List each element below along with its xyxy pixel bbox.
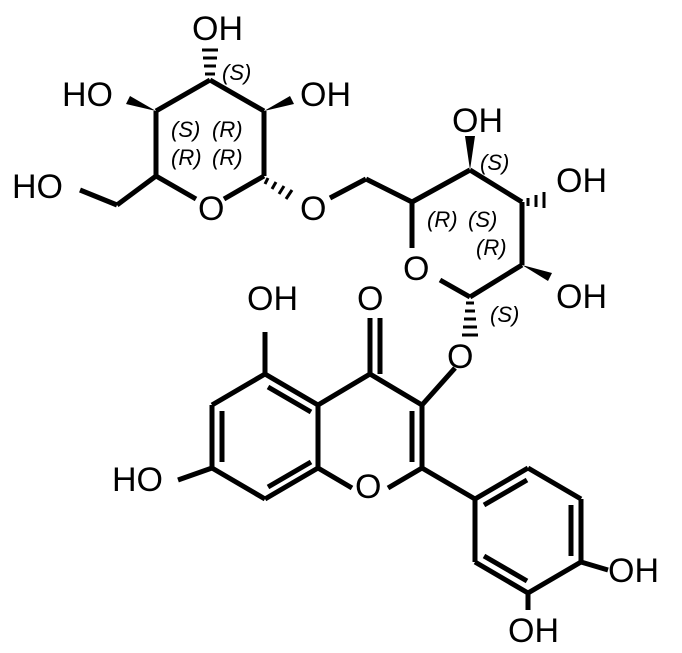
stereo-label: (S) — [490, 302, 519, 327]
ketone-oxygen-label: O — [357, 280, 383, 318]
ring-oxygen-label: O — [198, 190, 224, 228]
bond — [482, 477, 529, 508]
bond — [177, 465, 213, 483]
bond — [263, 371, 320, 408]
bond — [210, 465, 267, 502]
bond — [154, 173, 198, 202]
ring-oxygen-label: O — [355, 468, 381, 506]
bond — [328, 176, 368, 201]
bond — [222, 173, 266, 202]
bond — [115, 173, 158, 208]
bond — [473, 559, 530, 596]
bond — [368, 371, 424, 408]
wedge-bond — [522, 265, 552, 281]
hashed-bond — [462, 301, 478, 337]
stereo-label: (R) — [427, 207, 458, 232]
bonds — [79, 48, 609, 610]
bond — [316, 371, 372, 408]
bond — [208, 77, 266, 114]
bond — [364, 176, 414, 205]
bond — [482, 553, 529, 584]
bond — [468, 167, 524, 205]
bond — [79, 187, 118, 208]
bond — [526, 559, 583, 596]
hydroxyl-label: OH — [608, 552, 659, 590]
atom-labels: OH HO OH HO O O OH OH O OH O O OH HO O O… — [12, 10, 659, 650]
bond — [210, 371, 267, 408]
bond — [316, 465, 354, 491]
bond — [386, 465, 424, 491]
stereo-descriptors: (S) (S) (R) (R) (R) (S) (R) (S) (R) (S) — [171, 60, 519, 327]
oxygen-label: O — [300, 190, 326, 228]
hashed-bond — [263, 177, 294, 200]
hydroxyl-label: HO — [62, 76, 113, 114]
hydroxyl-label: HO — [112, 461, 163, 499]
bond — [473, 465, 530, 502]
hydroxyl-label: OH — [192, 10, 243, 48]
hydroxyl-label: OH — [300, 76, 351, 114]
stereo-label: (R) — [171, 145, 202, 170]
hydroxyl-label: HO — [12, 168, 63, 206]
hashed-bond — [202, 48, 218, 76]
stereo-label: (S) — [480, 150, 509, 175]
stereo-label: (R) — [212, 145, 243, 170]
stereo-label: (R) — [212, 117, 243, 142]
bond — [266, 384, 313, 415]
bond — [468, 262, 524, 300]
bond — [420, 366, 457, 407]
bond — [526, 465, 583, 502]
wedge-bond — [126, 96, 156, 111]
hydroxyl-label: OH — [508, 612, 559, 650]
stereo-label: (R) — [476, 235, 507, 260]
oxygen-label: O — [447, 338, 473, 376]
hydroxyl-label: OH — [556, 162, 607, 200]
hydroxyl-label: OH — [452, 102, 503, 140]
bond — [266, 459, 313, 490]
hydroxyl-label: OH — [556, 278, 607, 316]
stereo-label: (S) — [468, 207, 497, 232]
hydroxyl-label: OH — [247, 280, 298, 318]
hashed-bond — [526, 192, 546, 208]
stereo-label: (S) — [171, 117, 200, 142]
bond — [263, 465, 320, 502]
ring-oxygen-label: O — [403, 250, 429, 288]
bond — [420, 465, 477, 502]
wedge-bond — [264, 96, 294, 111]
wedge-bond — [465, 136, 475, 170]
bond — [580, 559, 609, 573]
bond — [438, 277, 472, 300]
bond — [154, 77, 212, 114]
stereo-label: (S) — [222, 60, 251, 85]
bond — [410, 167, 472, 205]
